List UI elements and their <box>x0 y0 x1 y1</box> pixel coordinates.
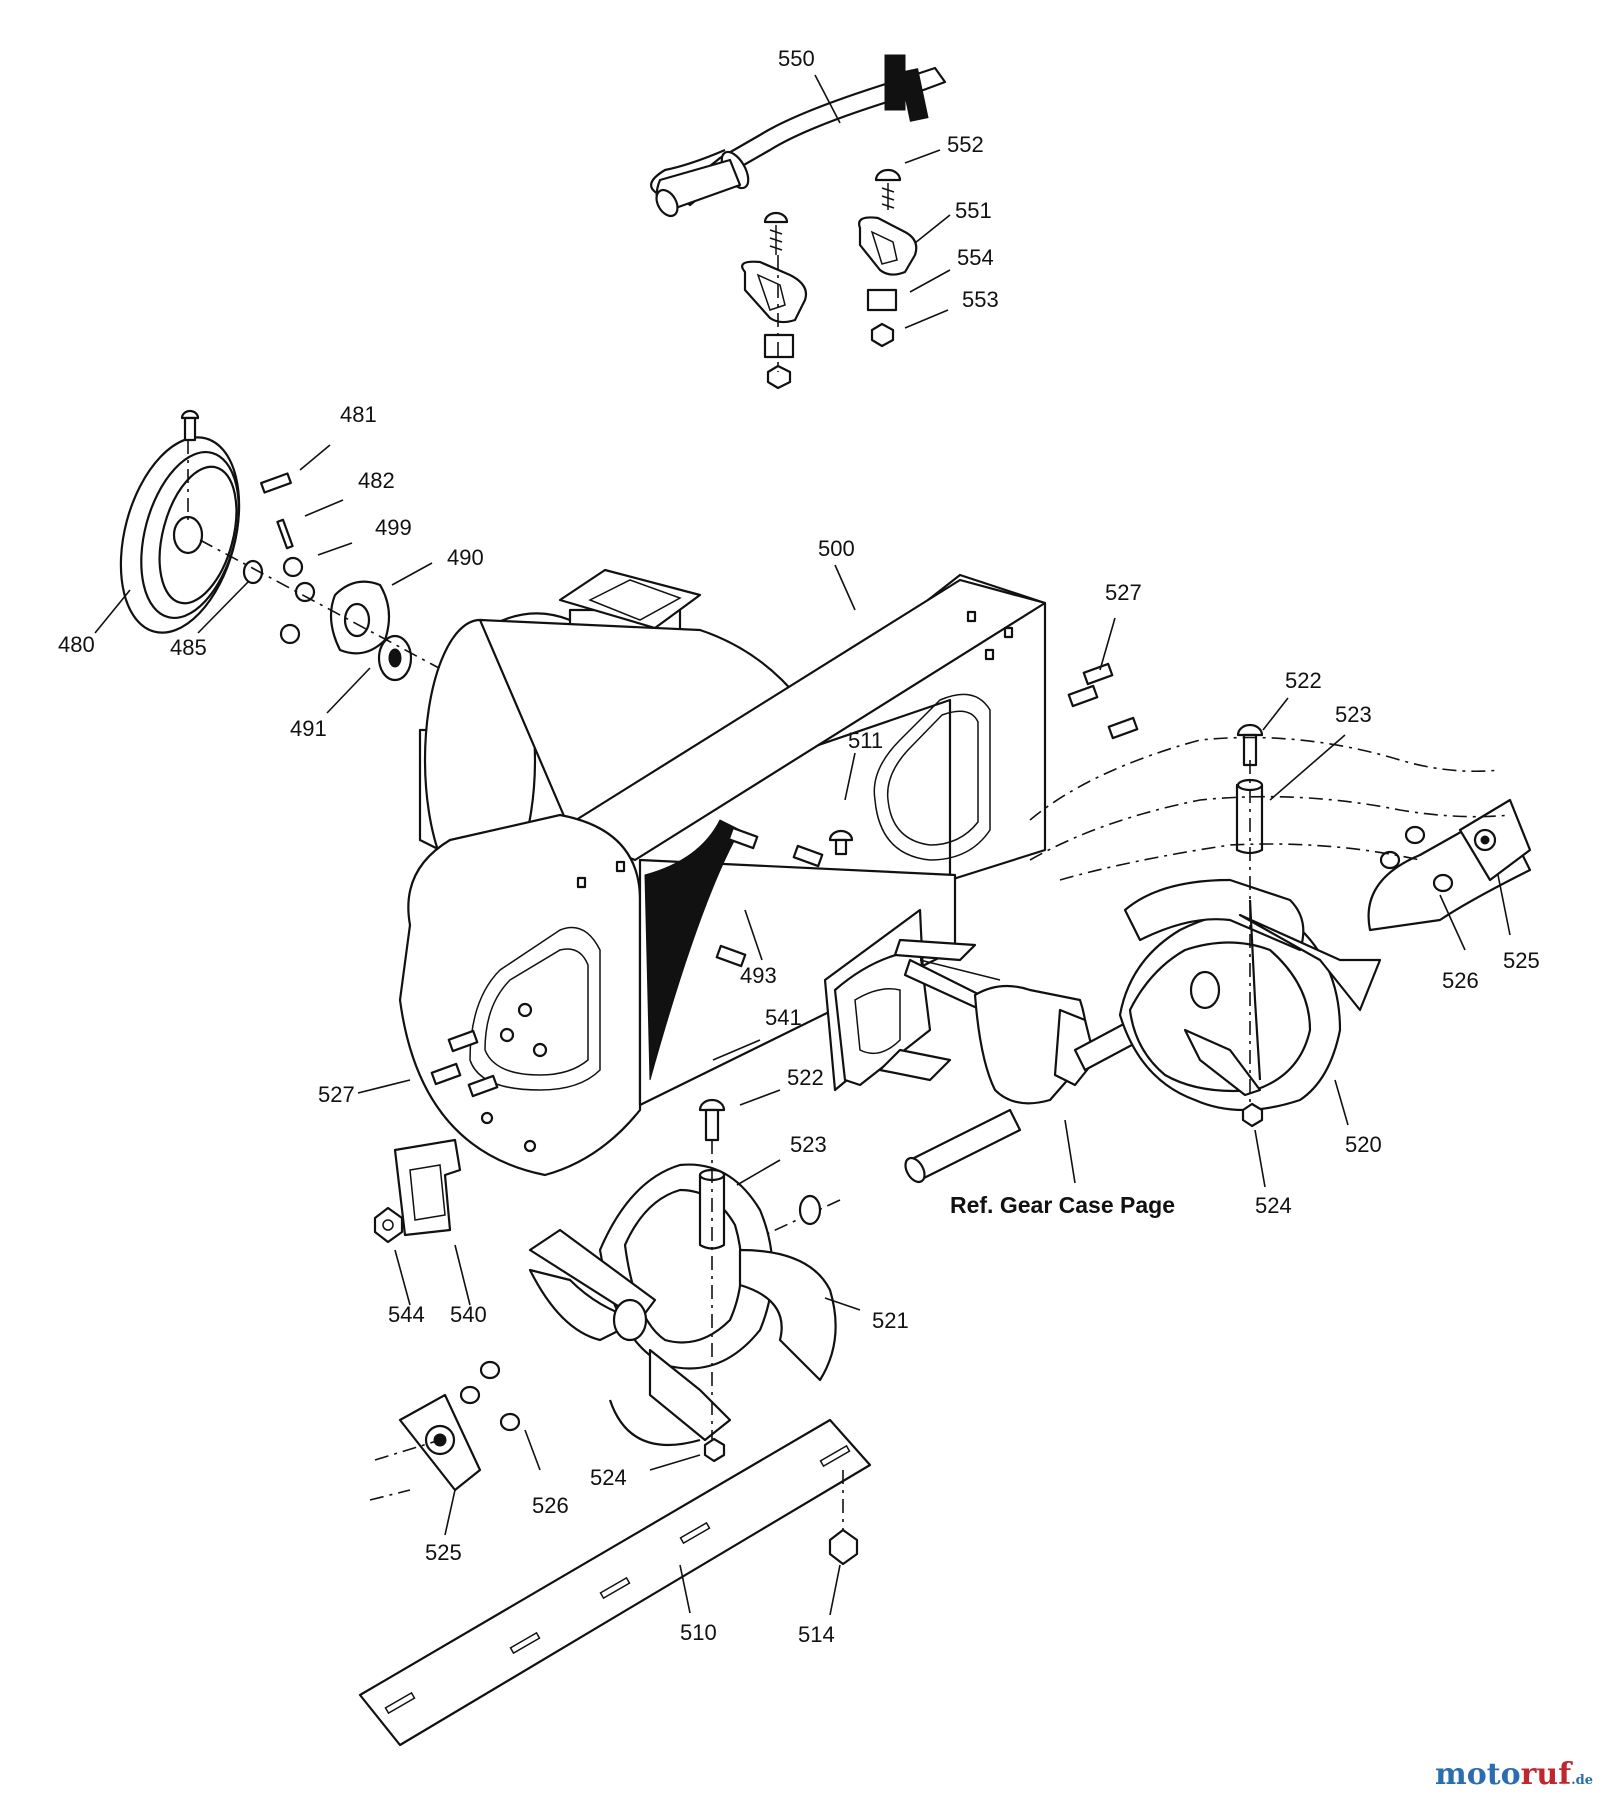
label-527-left: 527 <box>318 1082 355 1107</box>
label-493: 493 <box>740 963 777 988</box>
label-523-left: 523 <box>790 1132 827 1157</box>
label-514: 514 <box>798 1622 835 1647</box>
chute-clamp-right <box>858 168 918 348</box>
bearing-flange-left <box>369 1360 521 1501</box>
label-522-left: 522 <box>787 1065 824 1090</box>
label-500: 500 <box>818 536 855 561</box>
label-526-left: 526 <box>532 1493 569 1518</box>
label-482: 482 <box>358 468 395 493</box>
label-527-top: 527 <box>1105 580 1142 605</box>
auger-right-520 <box>1118 723 1532 1128</box>
label-481: 481 <box>340 402 377 427</box>
label-551: 551 <box>955 198 992 223</box>
label-499: 499 <box>375 515 412 540</box>
label-511: 511 <box>848 728 883 753</box>
label-524-right: 524 <box>1255 1193 1292 1218</box>
label-510: 510 <box>680 1620 717 1645</box>
auger-path-lines <box>1029 736 1511 881</box>
label-553: 553 <box>962 287 999 312</box>
scraper-bar-510 <box>358 1418 872 1747</box>
watermark-logo: motoruf.de <box>1434 1757 1593 1792</box>
label-524-left: 524 <box>590 1465 627 1490</box>
chute-crank-550 <box>650 54 947 218</box>
label-480: 480 <box>58 632 95 657</box>
label-541: 541 <box>765 1005 802 1030</box>
label-485: 485 <box>170 635 207 660</box>
leader-lines <box>94 74 1511 1616</box>
label-521: 521 <box>872 1308 909 1333</box>
label-525-left: 525 <box>425 1540 462 1565</box>
pulley-assembly <box>119 409 481 691</box>
label-525-right: 525 <box>1503 948 1540 973</box>
label-552: 552 <box>947 132 984 157</box>
skid-bracket-540 <box>373 1138 462 1244</box>
auger-left-521 <box>528 1098 837 1463</box>
label-526-right: 526 <box>1442 968 1479 993</box>
label-544: 544 <box>388 1302 425 1327</box>
label-554: 554 <box>957 245 994 270</box>
auger-housing-500 <box>398 568 1047 1177</box>
label-491: 491 <box>290 716 327 741</box>
label-490: 490 <box>447 545 484 570</box>
housing-bolts <box>430 662 1139 1098</box>
part-labels: 550 552 551 554 553 481 482 499 490 480 … <box>58 46 1540 1647</box>
label-522-right: 522 <box>1285 668 1322 693</box>
label-550: 550 <box>778 46 815 71</box>
ref-gear-case-note: Ref. Gear Case Page <box>950 1192 1175 1218</box>
chute-clamp-left <box>741 211 808 390</box>
label-540: 540 <box>450 1302 487 1327</box>
label-520: 520 <box>1345 1132 1382 1157</box>
label-523-right: 523 <box>1335 702 1372 727</box>
